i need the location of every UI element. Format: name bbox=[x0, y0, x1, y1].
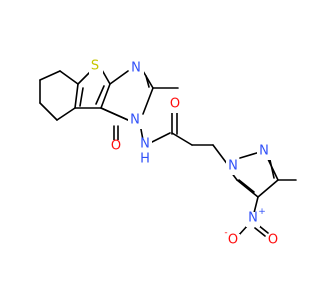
amide-nitrogen-label: N bbox=[140, 137, 150, 152]
atom-label-layer: S N N O N H O N N N + O - O bbox=[89, 59, 280, 249]
bond bbox=[39, 70, 61, 81]
bond bbox=[149, 132, 171, 144]
bond bbox=[95, 85, 105, 105]
bond bbox=[257, 179, 279, 198]
bond bbox=[100, 107, 129, 121]
bond bbox=[238, 179, 255, 193]
bond bbox=[142, 70, 154, 89]
nitro-oxygen-charge: - bbox=[224, 228, 227, 238]
pyrazole-n2-label: N bbox=[259, 144, 269, 159]
bond bbox=[254, 227, 266, 237]
amide-oxygen-label: O bbox=[170, 97, 180, 112]
nitro-nitrogen-label: N bbox=[248, 211, 258, 226]
bond bbox=[142, 87, 154, 115]
bond bbox=[171, 132, 193, 146]
bond bbox=[253, 196, 259, 214]
bond bbox=[100, 83, 111, 109]
bond bbox=[109, 70, 129, 85]
pyrimidinone-nitrogen-label: N bbox=[130, 113, 140, 128]
amide-hydrogen-label: H bbox=[140, 152, 150, 167]
bond bbox=[39, 102, 58, 121]
ring-carbonyl-oxygen-label: O bbox=[111, 139, 121, 154]
pyrimidine-nitrogen-label: N bbox=[131, 61, 141, 76]
bond bbox=[79, 87, 84, 107]
bond bbox=[59, 70, 79, 85]
bond bbox=[236, 179, 259, 198]
bond bbox=[269, 159, 275, 179]
molecule-structure-diagram: S N N O N H O N N N + O - O bbox=[39, 59, 297, 249]
bond bbox=[212, 144, 229, 166]
nitro-oxygen-right-label: O bbox=[268, 233, 278, 248]
bond bbox=[101, 69, 111, 85]
nitro-nitrogen-charge: + bbox=[258, 207, 266, 217]
bond bbox=[56, 107, 76, 121]
bond bbox=[239, 151, 261, 159]
bond bbox=[74, 83, 79, 109]
bond bbox=[145, 75, 150, 88]
pyrazole-n1-label: N bbox=[228, 159, 238, 174]
nitro-oxygen-left-label: O bbox=[228, 233, 238, 248]
sulfur-atom-label: S bbox=[91, 59, 99, 74]
